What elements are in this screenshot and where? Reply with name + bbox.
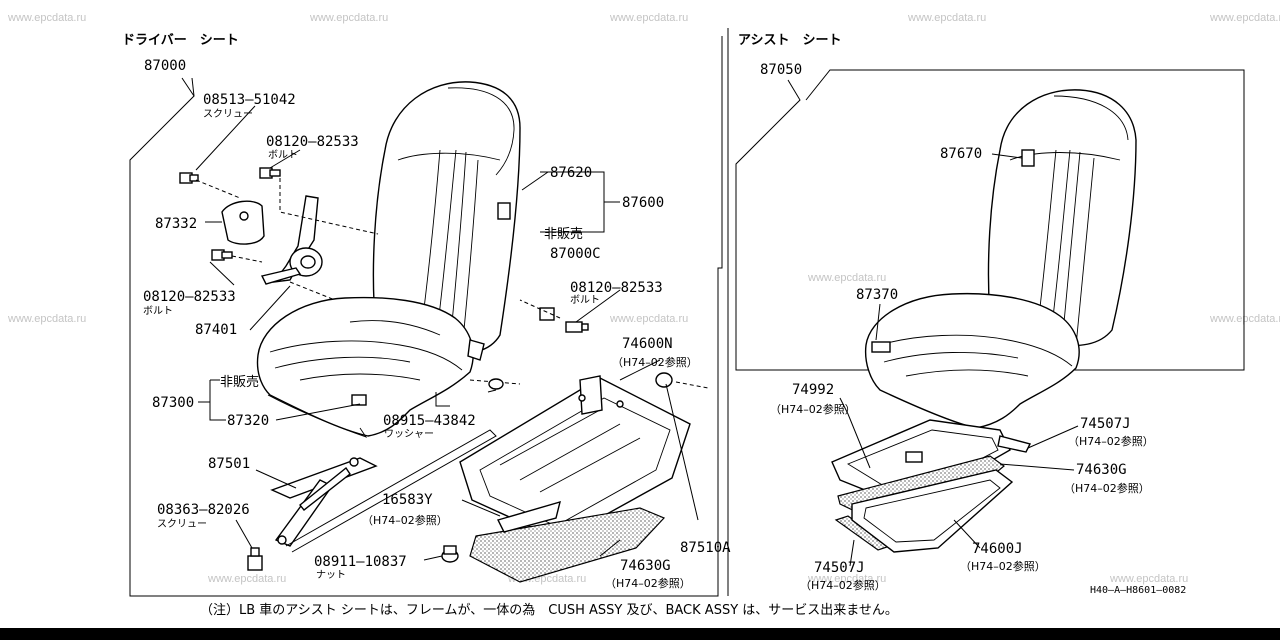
- ref-pad: （H74–02参照）: [605, 576, 691, 590]
- part-number-assist-back-cover: 87670: [940, 146, 982, 162]
- watermark: www.epcdata.ru: [7, 12, 86, 24]
- watermark: www.epcdata.ru: [7, 313, 86, 325]
- bottom-bar: [0, 628, 1280, 640]
- ref-assist-pad: （H74–02参照）: [1064, 481, 1150, 495]
- part-number-assist-cushion-cover: 87370: [856, 287, 898, 303]
- recliner-87401: [260, 195, 323, 285]
- bolt-top: [259, 167, 281, 179]
- part-number-screw-bottom: 08363–82026: [157, 502, 250, 518]
- cover-87332: [221, 200, 265, 245]
- part-number-assist-strip: 74507J: [814, 560, 865, 576]
- part-name-screw-bottom: スクリュー: [157, 518, 207, 530]
- driver-seat-cushion: [256, 296, 474, 438]
- part-number-sub-assy: 87000C: [550, 246, 601, 262]
- part-number-screw-top: 08513–51042: [203, 92, 296, 108]
- bolt-left: [211, 249, 233, 261]
- part-number-cushion-cover: 87320: [227, 413, 269, 429]
- assist-seat-cushion: [864, 292, 1080, 429]
- part-number-back-cover: 87620: [550, 165, 592, 181]
- part-number-assist-bracket: 74507J: [1080, 416, 1131, 432]
- part-number-back-assy: 87600: [622, 195, 664, 211]
- watermark: www.epcdata.ru: [807, 272, 886, 284]
- ref-assist-bracket: （H74–02参照）: [1068, 434, 1154, 448]
- part-name-bolt-top: ボルト: [268, 149, 298, 161]
- part-number-rail: 87510A: [680, 540, 731, 556]
- seat-frame-74600N: [459, 375, 691, 541]
- part-name-nut: ナット: [316, 569, 346, 581]
- watermark: www.epcdata.ru: [609, 313, 688, 325]
- watermark: www.epcdata.ru: [609, 12, 688, 24]
- assembly-number-assist: 87050: [760, 62, 802, 78]
- assembly-number-driver: 87000: [144, 58, 186, 74]
- diagram-code: H40–A–H8601–0082: [1090, 585, 1186, 596]
- part-number-bolt-right: 08120–82533: [570, 280, 663, 296]
- assist-seat-section: アシスト シート 87050: [735, 33, 1245, 592]
- bolt-icon: [655, 372, 673, 388]
- watermark: www.epcdata.ru: [309, 12, 388, 24]
- pad-74630G: [469, 507, 666, 583]
- part-number-nut: 08911–10837: [314, 554, 407, 570]
- watermark: www.epcdata.ru: [207, 573, 286, 585]
- part-number-cover: 87332: [155, 216, 197, 232]
- footer-note: （注）LB 車のアシスト シートは、フレームが、一体の為 CUSH ASSY 及…: [200, 602, 898, 618]
- part-name-washer: ワッシャー: [384, 429, 434, 440]
- not-sold-cushion-label: 非販売: [220, 374, 259, 390]
- leader-lines-right: [839, 153, 1079, 567]
- part-number-pad-ref: 74630G: [620, 558, 671, 574]
- bolt-right: [539, 307, 589, 333]
- part-number-cushion-assy: 87300: [152, 395, 194, 411]
- part-number-assist-pad: 74630G: [1076, 462, 1127, 478]
- part-number-assist-frame: 74992: [792, 382, 834, 398]
- not-sold-back-label: 非販売: [544, 226, 583, 242]
- part-number-recliner: 87401: [195, 322, 237, 338]
- section-title-driver: ドライバー シート: [122, 33, 239, 48]
- part-number-clip-ref: 16583Y: [382, 492, 433, 508]
- part-number-frame-ref: 74600N: [622, 336, 673, 352]
- part-name-bolt-right: ボルト: [570, 294, 600, 306]
- watermark: www.epcdata.ru: [907, 12, 986, 24]
- screw-top: [179, 172, 199, 184]
- part-number-assist-base: 74600J: [972, 541, 1023, 557]
- part-number-adjuster: 87501: [208, 456, 250, 472]
- part-name-screw-top: スクリュー: [203, 108, 253, 120]
- assembly-boundary-driver: [129, 36, 723, 597]
- watermark: www.epcdata.ru: [807, 573, 886, 585]
- part-number-washer: 08915–43842: [383, 413, 476, 429]
- part-name-bolt-left: ボルト: [143, 305, 173, 317]
- ref-frame: （H74–02参照）: [612, 355, 698, 369]
- part-number-bolt-left: 08120–82533: [143, 289, 236, 305]
- driver-seat-section: ドライバー シート 87000: [122, 33, 731, 597]
- part-number-bolt-top: 08120–82533: [266, 134, 359, 150]
- ref-assist-base: （H74–02参照）: [960, 559, 1046, 573]
- leader-lines-left: [195, 105, 699, 561]
- screw-bottom: [247, 547, 263, 571]
- adjuster-87501: [270, 457, 378, 547]
- assist-base-74600J: [851, 469, 1014, 553]
- ref-clip: （H74–02参照）: [362, 513, 448, 527]
- watermark: www.epcdata.ru: [1209, 12, 1280, 24]
- washer-icon: [488, 378, 504, 390]
- ref-assist-frame: （H74–02参照）: [770, 402, 856, 416]
- watermark: www.epcdata.ru: [1109, 573, 1188, 585]
- ref-assist-strip: （H74–02参照）: [800, 578, 886, 592]
- section-title-assist: アシスト シート: [738, 33, 841, 48]
- nut-icon: [441, 545, 459, 563]
